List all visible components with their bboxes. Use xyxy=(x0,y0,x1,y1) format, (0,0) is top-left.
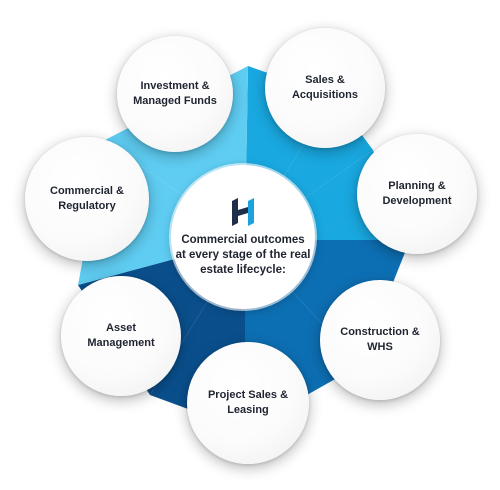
logo-crossbar xyxy=(238,206,248,216)
stage-label: Construction & WHS xyxy=(340,326,420,353)
center-text: Commercial outcomes at every stage of th… xyxy=(175,233,311,276)
stage-asset-management: Asset Management xyxy=(61,276,181,396)
h-monogram-logo-icon xyxy=(232,197,254,226)
stage-construction-whs: Construction & WHS xyxy=(320,280,440,400)
stage-planning-development: Planning & Development xyxy=(357,134,477,254)
logo-right-bar xyxy=(248,197,254,226)
stage-sales-acquisitions: Sales & Acquisitions xyxy=(265,28,385,148)
center-circle: Commercial outcomes at every stage of th… xyxy=(171,165,315,309)
stage-investment-managed-funds: Investment & Managed Funds xyxy=(117,36,233,152)
stage-label: Sales & Acquisitions xyxy=(291,74,358,101)
stage-label: Asset Management xyxy=(87,322,155,349)
logo-left-bar xyxy=(232,197,238,226)
stage-commercial-regulatory: Commercial & Regulatory xyxy=(25,137,149,261)
stage-label: Investment & Managed Funds xyxy=(133,80,217,107)
stage-label: Planning & Development xyxy=(382,180,452,207)
stage-label: Project Sales & Leasing xyxy=(207,389,289,416)
stage-project-sales-leasing: Project Sales & Leasing xyxy=(187,342,309,464)
stage-label: Commercial & Regulatory xyxy=(50,185,124,212)
